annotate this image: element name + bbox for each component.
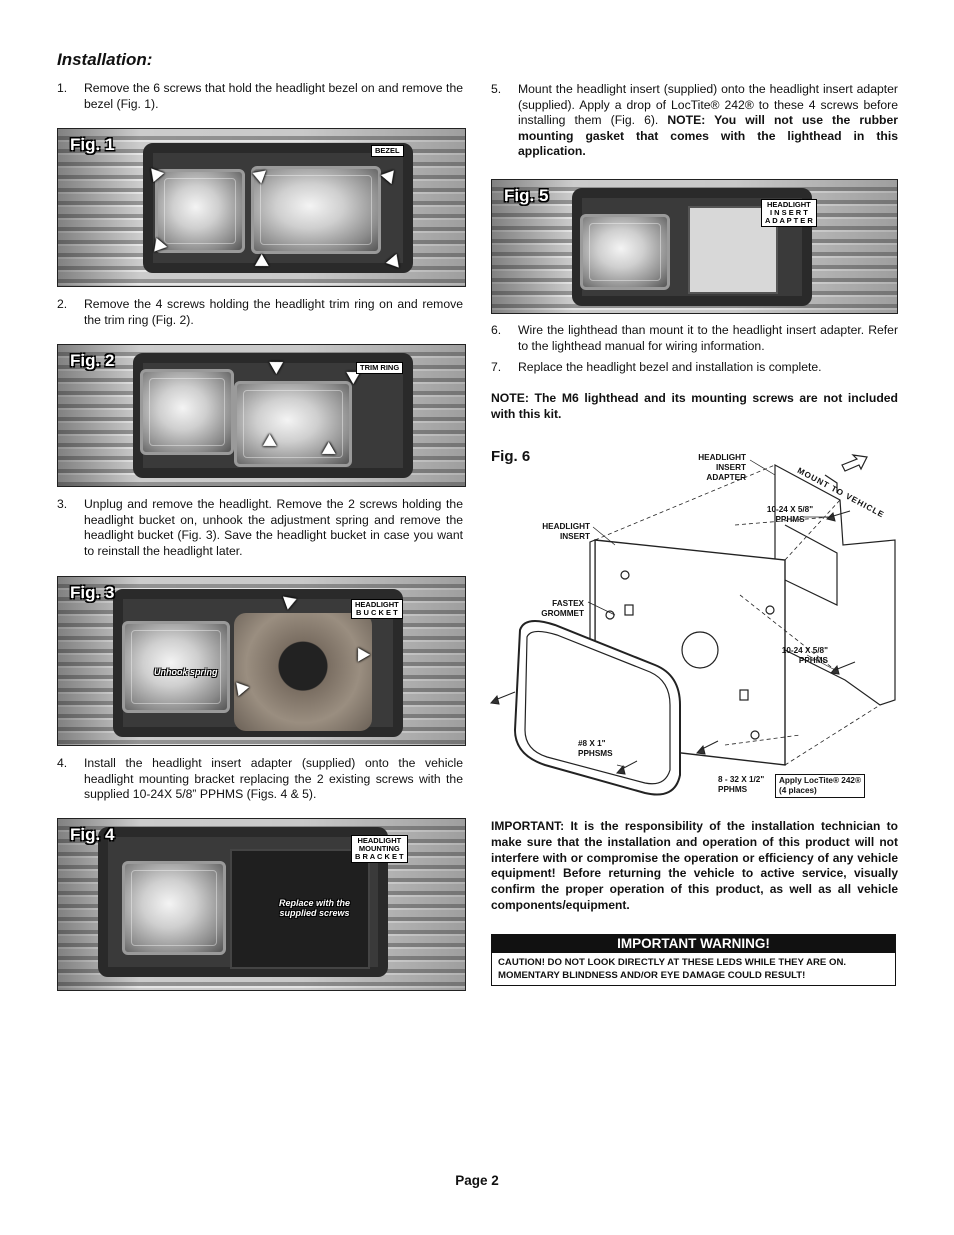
step-number: 6. <box>491 323 502 337</box>
figure-1-label: Fig. 1 <box>70 135 115 154</box>
step-3: 3. Unplug and remove the headlight. Remo… <box>57 497 463 559</box>
step-text: Replace the headlight bezel and installa… <box>518 360 822 374</box>
headlight-right <box>234 381 352 467</box>
page-number: Page 2 <box>455 1173 499 1188</box>
unhook-spring-callout: Unhook spring <box>154 667 218 677</box>
step-number: 5. <box>491 82 502 96</box>
step-number: 7. <box>491 360 502 374</box>
step-text: Remove the 4 screws holding the headligh… <box>84 297 463 327</box>
m6-lighthead <box>513 620 681 796</box>
step-text: Install the headlight insert adapter (su… <box>84 756 463 802</box>
step-4: 4. Install the headlight insert adapter … <box>57 756 463 803</box>
headlight-right <box>251 166 381 254</box>
step-text: Unplug and remove the headlight. Remove … <box>84 497 463 558</box>
warning-body: CAUTION! DO NOT LOOK DIRECTLY AT THESE L… <box>498 957 847 981</box>
label-screw-8: #8 X 1"PPHSMS <box>578 739 613 758</box>
step-5-note: NOTE: You will not use the rubber mounti… <box>518 113 898 159</box>
bezel-tag: BEZEL <box>371 145 404 157</box>
figure-1-photo: Fig. 1 BEZEL <box>57 128 466 287</box>
trim-ring-tag: TRIM RING <box>356 362 404 374</box>
step-1: 1. Remove the 6 screws that hold the hea… <box>57 81 463 112</box>
headlight-left <box>140 369 234 455</box>
loctite-note-box: Apply LocTite® 242®(4 places) <box>775 774 865 798</box>
label-screw-mid: 10-24 X 5/8"PPHMS <box>781 646 828 665</box>
headlight-left <box>122 621 230 713</box>
headlight-left <box>122 861 226 955</box>
figure-4-label: Fig. 4 <box>70 825 115 844</box>
figure-2-label: Fig. 2 <box>70 351 115 370</box>
section-heading: Installation: <box>57 50 153 69</box>
step-text: Remove the 6 screws that hold the headli… <box>84 81 463 111</box>
warning-box: IMPORTANT WARNING! CAUTION! DO NOT LOOK … <box>491 934 896 986</box>
step-6: 6. Wire the lighthead than mount it to t… <box>491 323 898 354</box>
step-5: 5. Mount the headlight insert (supplied)… <box>491 82 898 160</box>
label-screw-bottom: 8 - 32 X 1/2"PPHMS <box>718 775 765 794</box>
step-7: 7. Replace the headlight bezel and insta… <box>491 360 898 376</box>
step-2: 2. Remove the 4 screws holding the headl… <box>57 297 463 328</box>
step-number: 1. <box>57 81 68 95</box>
figure-3-label: Fig. 3 <box>70 583 115 602</box>
kit-note: NOTE: The M6 lighthead and its mounting … <box>491 391 898 421</box>
mounting-bracket <box>230 849 370 969</box>
label-screw-top: 10-24 X 5/8"PPHMS <box>766 505 814 524</box>
headlight-left <box>580 214 670 290</box>
step-number: 2. <box>57 297 68 311</box>
figure-6-exploded-diagram <box>490 454 896 796</box>
warning-title: IMPORTANT WARNING! <box>492 935 895 953</box>
figure-2-photo: Fig. 2 TRIM RING <box>57 344 466 487</box>
figure-6-label: Fig. 6 <box>491 448 531 465</box>
headlight-left <box>155 169 245 253</box>
step-number: 4. <box>57 756 68 770</box>
figure-5-label: Fig. 5 <box>504 186 549 205</box>
step-text: Wire the lighthead than mount it to the … <box>518 323 898 353</box>
headlight-bucket <box>234 613 372 731</box>
step-number: 3. <box>57 497 68 511</box>
important-notice: IMPORTANT: It is the responsibility of t… <box>491 819 898 912</box>
step-text: Mount the headlight insert (supplied) on… <box>518 82 898 159</box>
